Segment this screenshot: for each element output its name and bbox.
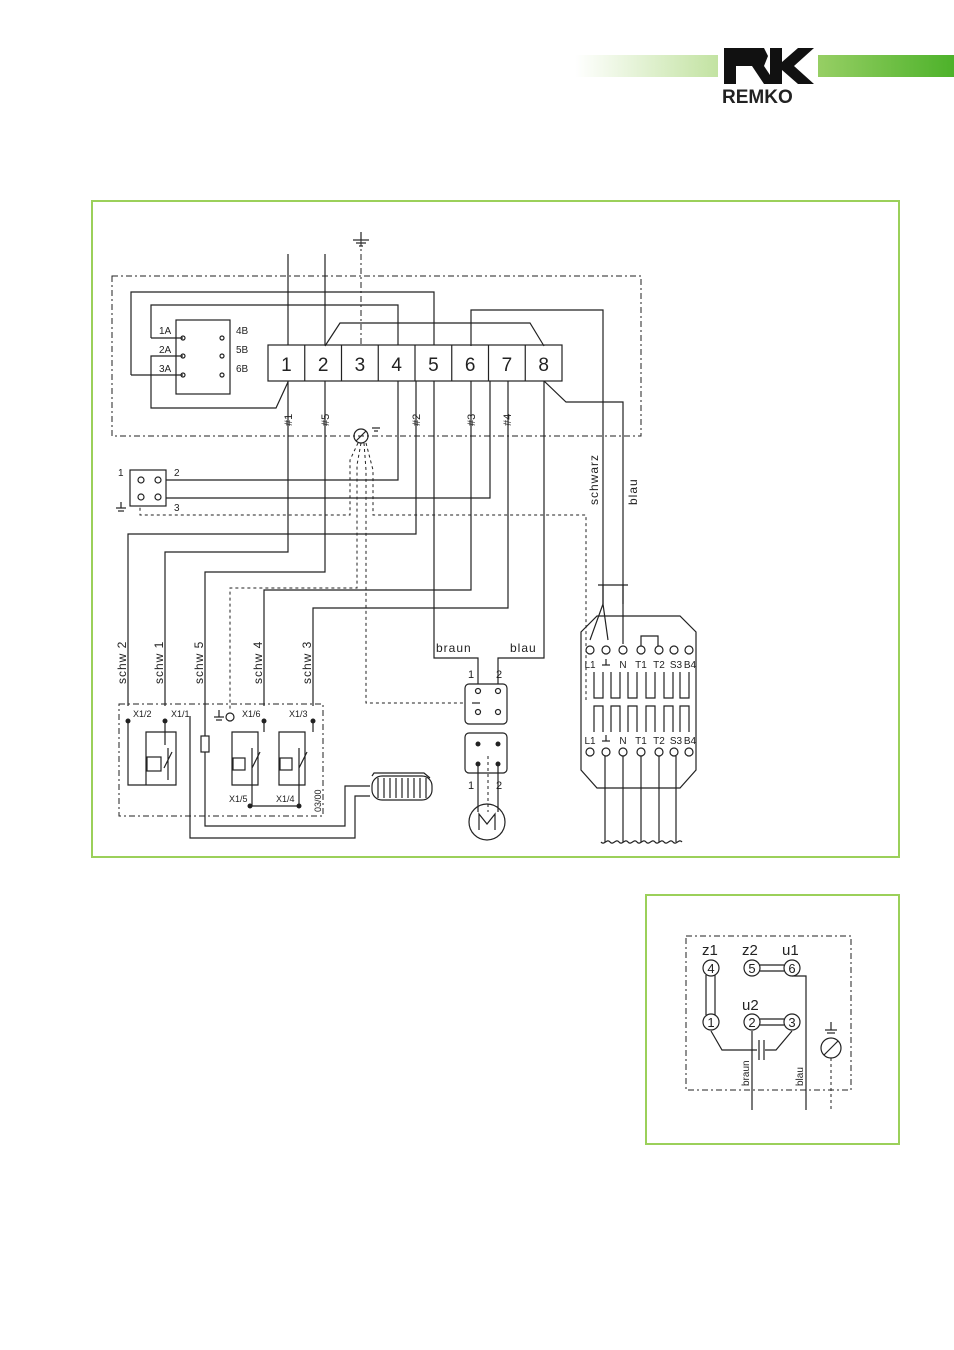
thermo-bottom-s3: S3: [670, 736, 683, 747]
wire-tag-1: #1: [283, 414, 295, 426]
earth-icon: [353, 232, 369, 247]
switch-box: X1/2 X1/1 X1/6 X1/3 X1/5 X1/4 03/00: [118, 703, 324, 817]
label-schw-1: schw 1: [152, 641, 166, 684]
motor-diagram-frame: [645, 894, 900, 1145]
terminal-2: 2: [318, 355, 329, 376]
thermo-top-b4: B4: [684, 660, 697, 671]
plug-pin-1: 1: [468, 669, 474, 681]
thermo-top-t1: T1: [635, 660, 647, 671]
label-schwarz: schwarz: [587, 454, 601, 505]
motor-icon: [468, 803, 506, 841]
sw-x1-5: X1/5: [229, 794, 248, 804]
winding-node-1: [702, 1013, 720, 1031]
motor-winding-diagram: z1 z2 u1 u2 4 5 6 1 2 3 braun blau: [702, 942, 842, 1110]
label-schw-3: schw 3: [300, 641, 314, 684]
motor-pin-1: 1: [468, 780, 474, 792]
sw-x1-1: X1/1: [171, 709, 190, 719]
winding-node-label-1: 1: [707, 1015, 714, 1030]
relay-pin-1a: 1A: [159, 326, 172, 337]
terminal-1: 1: [281, 355, 292, 376]
terminal-5: 5: [428, 355, 439, 376]
earth-screw-icon: [820, 1022, 842, 1110]
sw-x1-4: X1/4: [276, 794, 295, 804]
conn-pin-1: 1: [118, 468, 124, 479]
thermo-bottom-l1: L1: [584, 736, 596, 747]
relay-pin-6b: 6B: [236, 364, 249, 375]
earth-icon: [116, 502, 126, 512]
relay-pin-5b: 5B: [236, 345, 249, 356]
wire-tag-3: #3: [466, 414, 478, 426]
label-braun: braun: [436, 641, 472, 655]
label-schw-5: schw 5: [192, 641, 206, 684]
winding-node-4: [702, 959, 720, 977]
earth-icon: [214, 710, 235, 722]
relay: 1A 2A 3A 4B 5B 6B: [130, 291, 435, 409]
remko-logo: REMKO: [718, 44, 818, 108]
plug-pin-2: 2: [496, 669, 502, 681]
motor-diagram-outline: [685, 935, 852, 1091]
heater-coil: [371, 772, 433, 801]
earth-screw: [139, 427, 587, 710]
label-schw-4: schw 4: [251, 641, 265, 684]
motor-pin-2: 2: [496, 780, 502, 792]
terminal-7: 7: [502, 355, 513, 376]
winding-node-label-3: 3: [788, 1015, 795, 1030]
wire-tags: #1 #5 #2 #3 #4: [283, 414, 514, 426]
label-schw-2: schw 2: [115, 641, 129, 684]
thermo-top-s3: S3: [670, 660, 683, 671]
label-blau-small: blau: [795, 1067, 806, 1086]
terminal-6: 6: [465, 355, 476, 376]
thermo-top-l1: L1: [584, 660, 596, 671]
main-diagram-frame: [91, 200, 900, 858]
sw-x1-2: X1/2: [133, 709, 152, 719]
label-blau: blau: [626, 478, 640, 505]
relay-pin-4b: 4B: [236, 326, 249, 337]
switch-wire-labels: schw 2 schw 1 schw 5 schw 4 schw 3: [115, 641, 314, 684]
winding-node-2: [743, 1013, 761, 1031]
conn-pin-3: 3: [174, 503, 180, 514]
label-braun-small: braun: [741, 1060, 752, 1086]
terminal-block: 1 2 3 4 5 6 7 8: [267, 309, 624, 604]
label-z1: z1: [702, 942, 718, 959]
winding-node-6: [783, 959, 801, 977]
winding-node-label-2: 2: [748, 1015, 755, 1030]
supply-lines: [287, 232, 369, 346]
label-blau-motor: blau: [510, 641, 537, 655]
thermo-top-n: N: [619, 660, 626, 671]
label-z2: z2: [742, 942, 758, 959]
winding-node-3: [783, 1013, 801, 1031]
thermo-bottom-n: N: [619, 736, 626, 747]
wire-runs: [127, 381, 545, 839]
thermo-bottom-t2: T2: [653, 736, 665, 747]
sw-x1-6: X1/6: [242, 709, 261, 719]
winding-node-5: [743, 959, 761, 977]
winding-node-label-4: 4: [707, 961, 714, 976]
sw-code: 03/00: [313, 789, 323, 812]
terminal-8: 8: [538, 355, 549, 376]
winding-node-label-5: 5: [748, 961, 755, 976]
relay-pin-2a: 2A: [159, 345, 172, 356]
terminal-3: 3: [355, 355, 366, 376]
winding-node-label-6: 6: [788, 961, 795, 976]
wire-tag-5: #5: [320, 414, 332, 426]
label-u2: u2: [742, 997, 759, 1014]
label-u1: u1: [782, 942, 799, 959]
thermo-bottom-t1: T1: [635, 736, 647, 747]
housing-outline: [111, 275, 642, 437]
small-connector: 1 2 3: [116, 468, 180, 514]
conn-pin-2: 2: [174, 468, 180, 479]
relay-pin-3a: 3A: [159, 364, 172, 375]
thermo-top-t2: T2: [653, 660, 665, 671]
logo-text: REMKO: [722, 87, 793, 108]
motor-plug: 1 2 1 2: [464, 669, 508, 841]
thermo-bottom-b4: B4: [684, 736, 697, 747]
terminal-4: 4: [391, 355, 402, 376]
sw-x1-3: X1/3: [289, 709, 308, 719]
wire-tag-2: #2: [411, 414, 423, 426]
